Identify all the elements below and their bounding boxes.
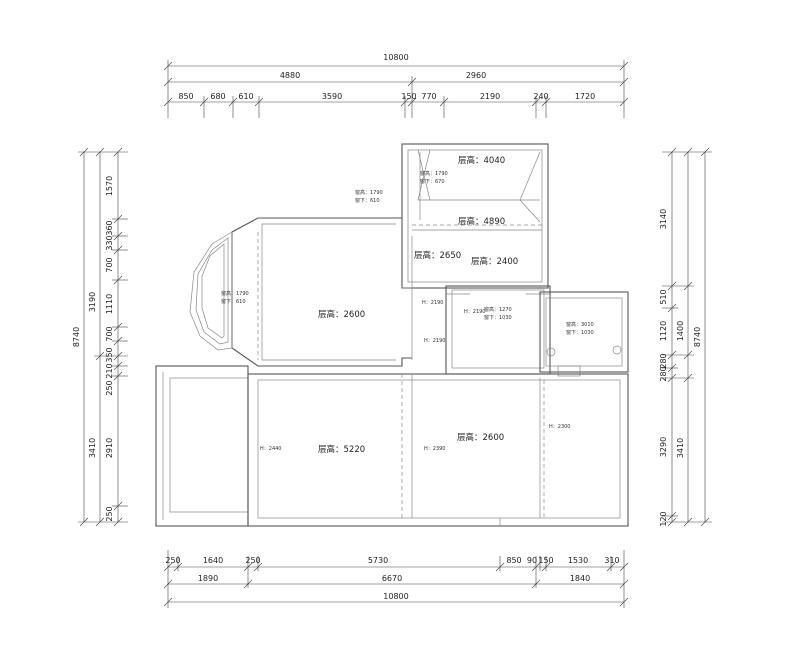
- note: H：2190: [422, 300, 444, 306]
- top-seg-dim: 240: [533, 92, 548, 101]
- window-door-notes: 窗高：1790 窗下：670 窗高：1790 窗下：610 窗高：1790 窗下…: [221, 170, 594, 452]
- top-seg-dim: 3590: [322, 92, 342, 101]
- right-seg-dim: 280: [659, 366, 668, 381]
- top-seg-dim: 680: [210, 92, 225, 101]
- bottom-seg-dim: 1530: [568, 556, 588, 565]
- bottom-mid-dim: 1890: [198, 574, 218, 583]
- left-seg-dim: 360: [105, 220, 114, 235]
- note: H：2190: [464, 309, 486, 315]
- room-label-living: 层高：5220: [318, 444, 365, 455]
- right-seg-dim: 510: [659, 289, 668, 304]
- right-seg-dim: 3290: [659, 437, 668, 457]
- note: 窗下：670: [420, 178, 445, 185]
- left-mid-dim: 3190: [88, 292, 97, 312]
- left-seg-dim: 210: [105, 363, 114, 378]
- left-seg-dim: 1110: [105, 294, 114, 314]
- bottom-seg-dim: 1640: [203, 556, 223, 565]
- left-seg-dim: 700: [105, 326, 114, 341]
- top-seg-dim: 2190: [480, 92, 500, 101]
- bottom-mid-dim: 6670: [382, 574, 402, 583]
- top-seg-dim: 770: [421, 92, 436, 101]
- bottom-dimensions: 250 1640 250 5730 850 90 150 1530 310 18…: [163, 550, 629, 608]
- top-right-dim: 2960: [466, 71, 486, 80]
- note: 窗下：1030: [484, 314, 512, 321]
- top-total-dim: 10800: [383, 53, 408, 62]
- bottom-total-dim: 10800: [383, 592, 408, 601]
- note: 窗下：610: [355, 197, 380, 204]
- left-total-dim: 8740: [72, 327, 81, 347]
- right-seg-dim: 1120: [659, 321, 668, 341]
- right-mid-dim: 1400: [676, 321, 685, 341]
- left-mid-dim: 3410: [88, 438, 97, 458]
- note: 窗下：1030: [566, 329, 594, 336]
- top-seg-dim: 1720: [575, 92, 595, 101]
- left-seg-dim: 250: [105, 506, 114, 521]
- note: 窗高：1790: [355, 189, 383, 196]
- bottom-seg-dim: 90: [527, 556, 537, 565]
- note: 窗高：1270: [484, 306, 512, 313]
- left-seg-dim: 1570: [105, 176, 114, 196]
- top-seg-dim: 150: [401, 92, 416, 101]
- right-seg-dim: 120: [659, 511, 668, 526]
- right-mid-dim: 3410: [676, 438, 685, 458]
- left-seg-dim: 700: [105, 257, 114, 272]
- note: 窗高：3010: [566, 321, 594, 328]
- note: 窗高：1790: [221, 290, 249, 297]
- bottom-seg-dim: 250: [165, 556, 180, 565]
- left-dimensions: 1570 360 330 700 1110 700 350 210 250 29…: [72, 147, 128, 527]
- right-dimensions: 3140 510 1120 280 280 3290 120 1400 3410…: [659, 147, 712, 527]
- bottom-seg-dim: 150: [538, 556, 553, 565]
- room-label-stair-top: 层高：4040: [458, 155, 505, 166]
- top-seg-dim: 610: [238, 92, 253, 101]
- plan-walls: [155, 143, 629, 527]
- room-label-corridor: 层高：2400: [471, 256, 518, 267]
- note: H：2300: [549, 424, 571, 430]
- bottom-seg-dim: 250: [245, 556, 260, 565]
- note: H：2190: [424, 338, 446, 344]
- left-seg-dim: 2910: [105, 438, 114, 458]
- bottom-seg-dim: 5730: [368, 556, 388, 565]
- right-seg-dim: 280: [659, 353, 668, 368]
- room-label-hall: 层高：2650: [414, 250, 461, 261]
- left-seg-dim: 250: [105, 380, 114, 395]
- top-left-dim: 4880: [280, 71, 300, 80]
- note: 窗下：610: [221, 298, 246, 305]
- bottom-seg-dim: 850: [506, 556, 521, 565]
- room-label-dining: 层高：2600: [457, 432, 504, 443]
- note: H：2440: [260, 446, 282, 452]
- left-seg-dim: 350: [105, 347, 114, 362]
- bottom-mid-dim: 1840: [570, 574, 590, 583]
- note: 窗高：1790: [420, 170, 448, 177]
- top-seg-dim: 850: [178, 92, 193, 101]
- room-labels: 层高：4040 层高：4890 层高：2650 层高：2400 层高：2600 …: [318, 155, 518, 455]
- left-seg-dim: 330: [105, 235, 114, 250]
- bottom-seg-dim: 310: [604, 556, 619, 565]
- room-label-bedroom: 层高：2600: [318, 309, 365, 320]
- right-seg-dim: 3140: [659, 209, 668, 229]
- room-label-stair-mid: 层高：4890: [458, 216, 505, 227]
- note: H：2390: [424, 446, 446, 452]
- top-dimensions: 10800 4880 2960 850 680 610 3590 150 770…: [163, 53, 629, 118]
- right-total-dim: 8740: [693, 327, 702, 347]
